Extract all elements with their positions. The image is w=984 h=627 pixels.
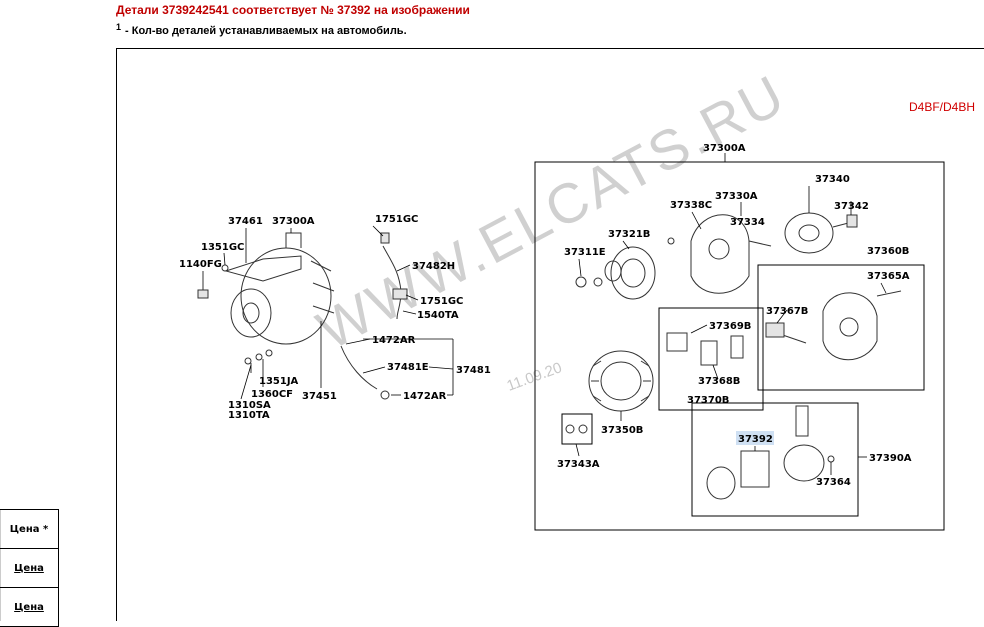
- part-label: 1140FG: [179, 259, 222, 270]
- part-label: 37367B: [766, 306, 808, 317]
- spacer-part: [575, 276, 603, 288]
- part-label: 37300A: [703, 143, 746, 154]
- part-label: 37343A: [557, 459, 600, 470]
- bearing-box: [561, 413, 593, 445]
- part-label: 1472AR: [403, 391, 447, 402]
- part-label: 37334: [730, 217, 765, 228]
- part-label: 37370B: [687, 395, 729, 406]
- part-label: 37368B: [698, 376, 740, 387]
- part-label: 1751GC: [375, 214, 418, 225]
- part-label: 1360CF: [251, 389, 293, 400]
- part-label: 37451: [302, 391, 337, 402]
- diagram-svg: D4BF/D4BH WWW.ELCATS.RU 11.09.20: [179, 62, 975, 531]
- part-label: 37350B: [601, 425, 643, 436]
- part-label: 37321B: [608, 229, 650, 240]
- page-title: Детали 3739242541 соответствует № 37392 …: [116, 3, 470, 17]
- price-table: Цена * Цена Цена: [0, 509, 59, 627]
- bolt-part: [197, 264, 273, 365]
- alternator-assembly-box: [534, 161, 945, 531]
- date-stamp: 11.09.20: [505, 359, 565, 395]
- highlight-box: [736, 431, 774, 445]
- part-label: 37340: [815, 174, 850, 185]
- oil-hose-part: [340, 345, 390, 400]
- parts-diagram: D4BF/D4BH WWW.ELCATS.RU 11.09.20: [116, 48, 984, 621]
- part-label: 37369B: [709, 321, 751, 332]
- note-marker: 1: [116, 22, 122, 32]
- part-label: 1351GC: [201, 242, 244, 253]
- part-label: 37390A: [869, 453, 912, 464]
- quantity-note: 1- Кол-во деталей устанавливаемых на авт…: [116, 22, 407, 37]
- bearing-part: [565, 424, 588, 434]
- part-label: 37481: [456, 365, 491, 376]
- part-label: 37461: [228, 216, 263, 227]
- part-label: 37482H: [412, 261, 455, 272]
- part-label: 1310SA: [228, 400, 271, 411]
- part-label: 37330A: [715, 191, 758, 202]
- part-label: 37311E: [564, 247, 606, 258]
- part-label: 37364: [816, 477, 851, 488]
- part-label: 37365A: [867, 271, 910, 282]
- stator-part: [588, 350, 654, 412]
- rear-bracket-part: [822, 290, 902, 361]
- front-housing-part: [667, 214, 772, 294]
- part-label: 37338C: [670, 200, 712, 211]
- part-label: 37481E: [387, 362, 429, 373]
- pulley-fan-part: [604, 246, 656, 300]
- part-label: 1751GC: [420, 296, 463, 307]
- rear-cover-part: [784, 212, 858, 254]
- part-label: 37360B: [867, 246, 909, 257]
- brush-holder-group-box: [691, 402, 859, 517]
- part-label: 1310TA: [228, 410, 270, 421]
- regulator-part: [666, 322, 807, 366]
- part-label: 37300A: [272, 216, 315, 227]
- price-header: Цена *: [0, 509, 59, 549]
- watermark: WWW.ELCATS.RU: [307, 62, 796, 362]
- brush-holder-part: [706, 405, 835, 500]
- price-link[interactable]: Цена: [0, 548, 59, 588]
- part-label: 1472AR: [372, 335, 416, 346]
- part-label: 37342: [834, 201, 869, 212]
- regulator-group-box: [658, 307, 764, 411]
- part-label-highlighted[interactable]: 37392: [738, 434, 773, 445]
- engine-variant-label: D4BF/D4BH: [909, 100, 975, 114]
- part-label: 1540TA: [417, 310, 459, 321]
- note-text: - Кол-во деталей устанавливаемых на авто…: [125, 25, 407, 37]
- part-label: 1351JA: [259, 376, 299, 387]
- rectifier-group-box: [757, 264, 925, 391]
- alternator-left-part: [224, 232, 335, 345]
- vacuum-hose-part: [380, 232, 408, 320]
